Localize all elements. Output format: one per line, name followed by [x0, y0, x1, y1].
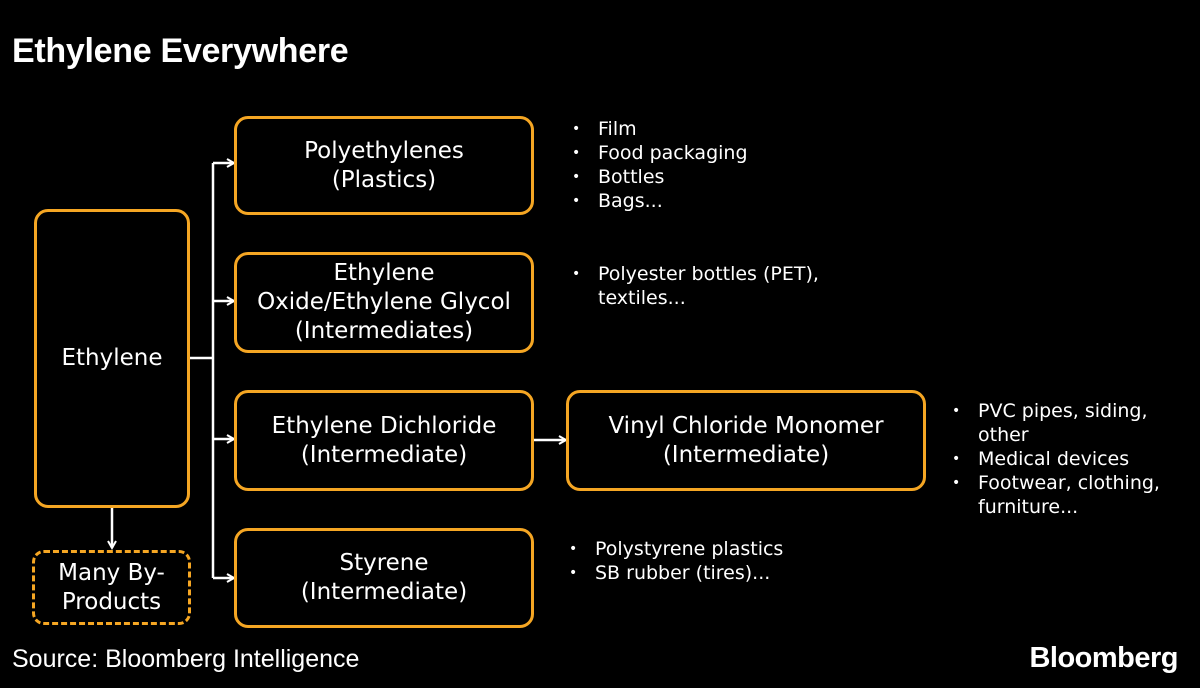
node-vinyl-line-1: Vinyl Chloride Monomer: [608, 412, 884, 439]
list-item: Polyester bottles (PET), textiles...: [570, 262, 819, 310]
node-ethylene-label: Ethylene: [61, 345, 163, 371]
node-dichloride: Ethylene Dichloride (Intermediate): [234, 390, 534, 491]
node-oxide-glycol-line-2: Oxide/Ethylene Glycol: [257, 289, 511, 315]
node-byproducts: Many By- Products: [32, 550, 191, 625]
node-polyethylenes-line-1: Polyethylenes: [304, 137, 464, 164]
list-item: Bottles: [570, 165, 748, 189]
node-byproducts-line-1: Many By-: [58, 559, 165, 586]
uses-oxide-glycol: Polyester bottles (PET), textiles...: [570, 262, 819, 310]
node-oxide-glycol-line-3: (Intermediates): [294, 318, 474, 344]
list-item: PVC pipes, siding, other: [950, 399, 1160, 447]
node-polyethylenes: Polyethylenes (Plastics): [234, 116, 534, 215]
node-ethylene: Ethylene: [34, 209, 190, 508]
node-dichloride-line-2: (Intermediate): [300, 441, 468, 468]
node-styrene-line-1: Styrene: [339, 550, 429, 576]
list-item: Footwear, clothing, furniture...: [950, 471, 1160, 519]
brand-logo: Bloomberg: [1029, 642, 1178, 674]
list-item: SB rubber (tires)...: [567, 561, 783, 585]
node-vinyl: Vinyl Chloride Monomer (Intermediate): [566, 390, 926, 491]
node-oxide-glycol: Ethylene Oxide/Ethylene Glycol (Intermed…: [234, 252, 534, 353]
page-title: Ethylene Everywhere: [12, 32, 349, 70]
list-item: Food packaging: [570, 141, 748, 165]
uses-polyethylenes: Film Food packaging Bottles Bags...: [570, 117, 748, 213]
node-byproducts-line-2: Products: [61, 588, 162, 615]
node-styrene: Styrene (Intermediate): [234, 528, 534, 628]
node-polyethylenes-line-2: (Plastics): [331, 166, 437, 193]
uses-styrene: Polystyrene plastics SB rubber (tires)..…: [567, 537, 783, 585]
list-item: Polystyrene plastics: [567, 537, 783, 561]
node-oxide-glycol-line-1: Ethylene: [333, 260, 435, 286]
node-dichloride-line-1: Ethylene Dichloride: [271, 412, 497, 439]
node-vinyl-line-2: (Intermediate): [662, 441, 830, 468]
list-item: Medical devices: [950, 447, 1160, 471]
uses-vinyl: PVC pipes, siding, other Medical devices…: [950, 399, 1160, 519]
node-styrene-line-2: (Intermediate): [300, 579, 468, 605]
list-item: Film: [570, 117, 748, 141]
list-item: Bags...: [570, 189, 748, 213]
source-note: Source: Bloomberg Intelligence: [12, 645, 360, 673]
